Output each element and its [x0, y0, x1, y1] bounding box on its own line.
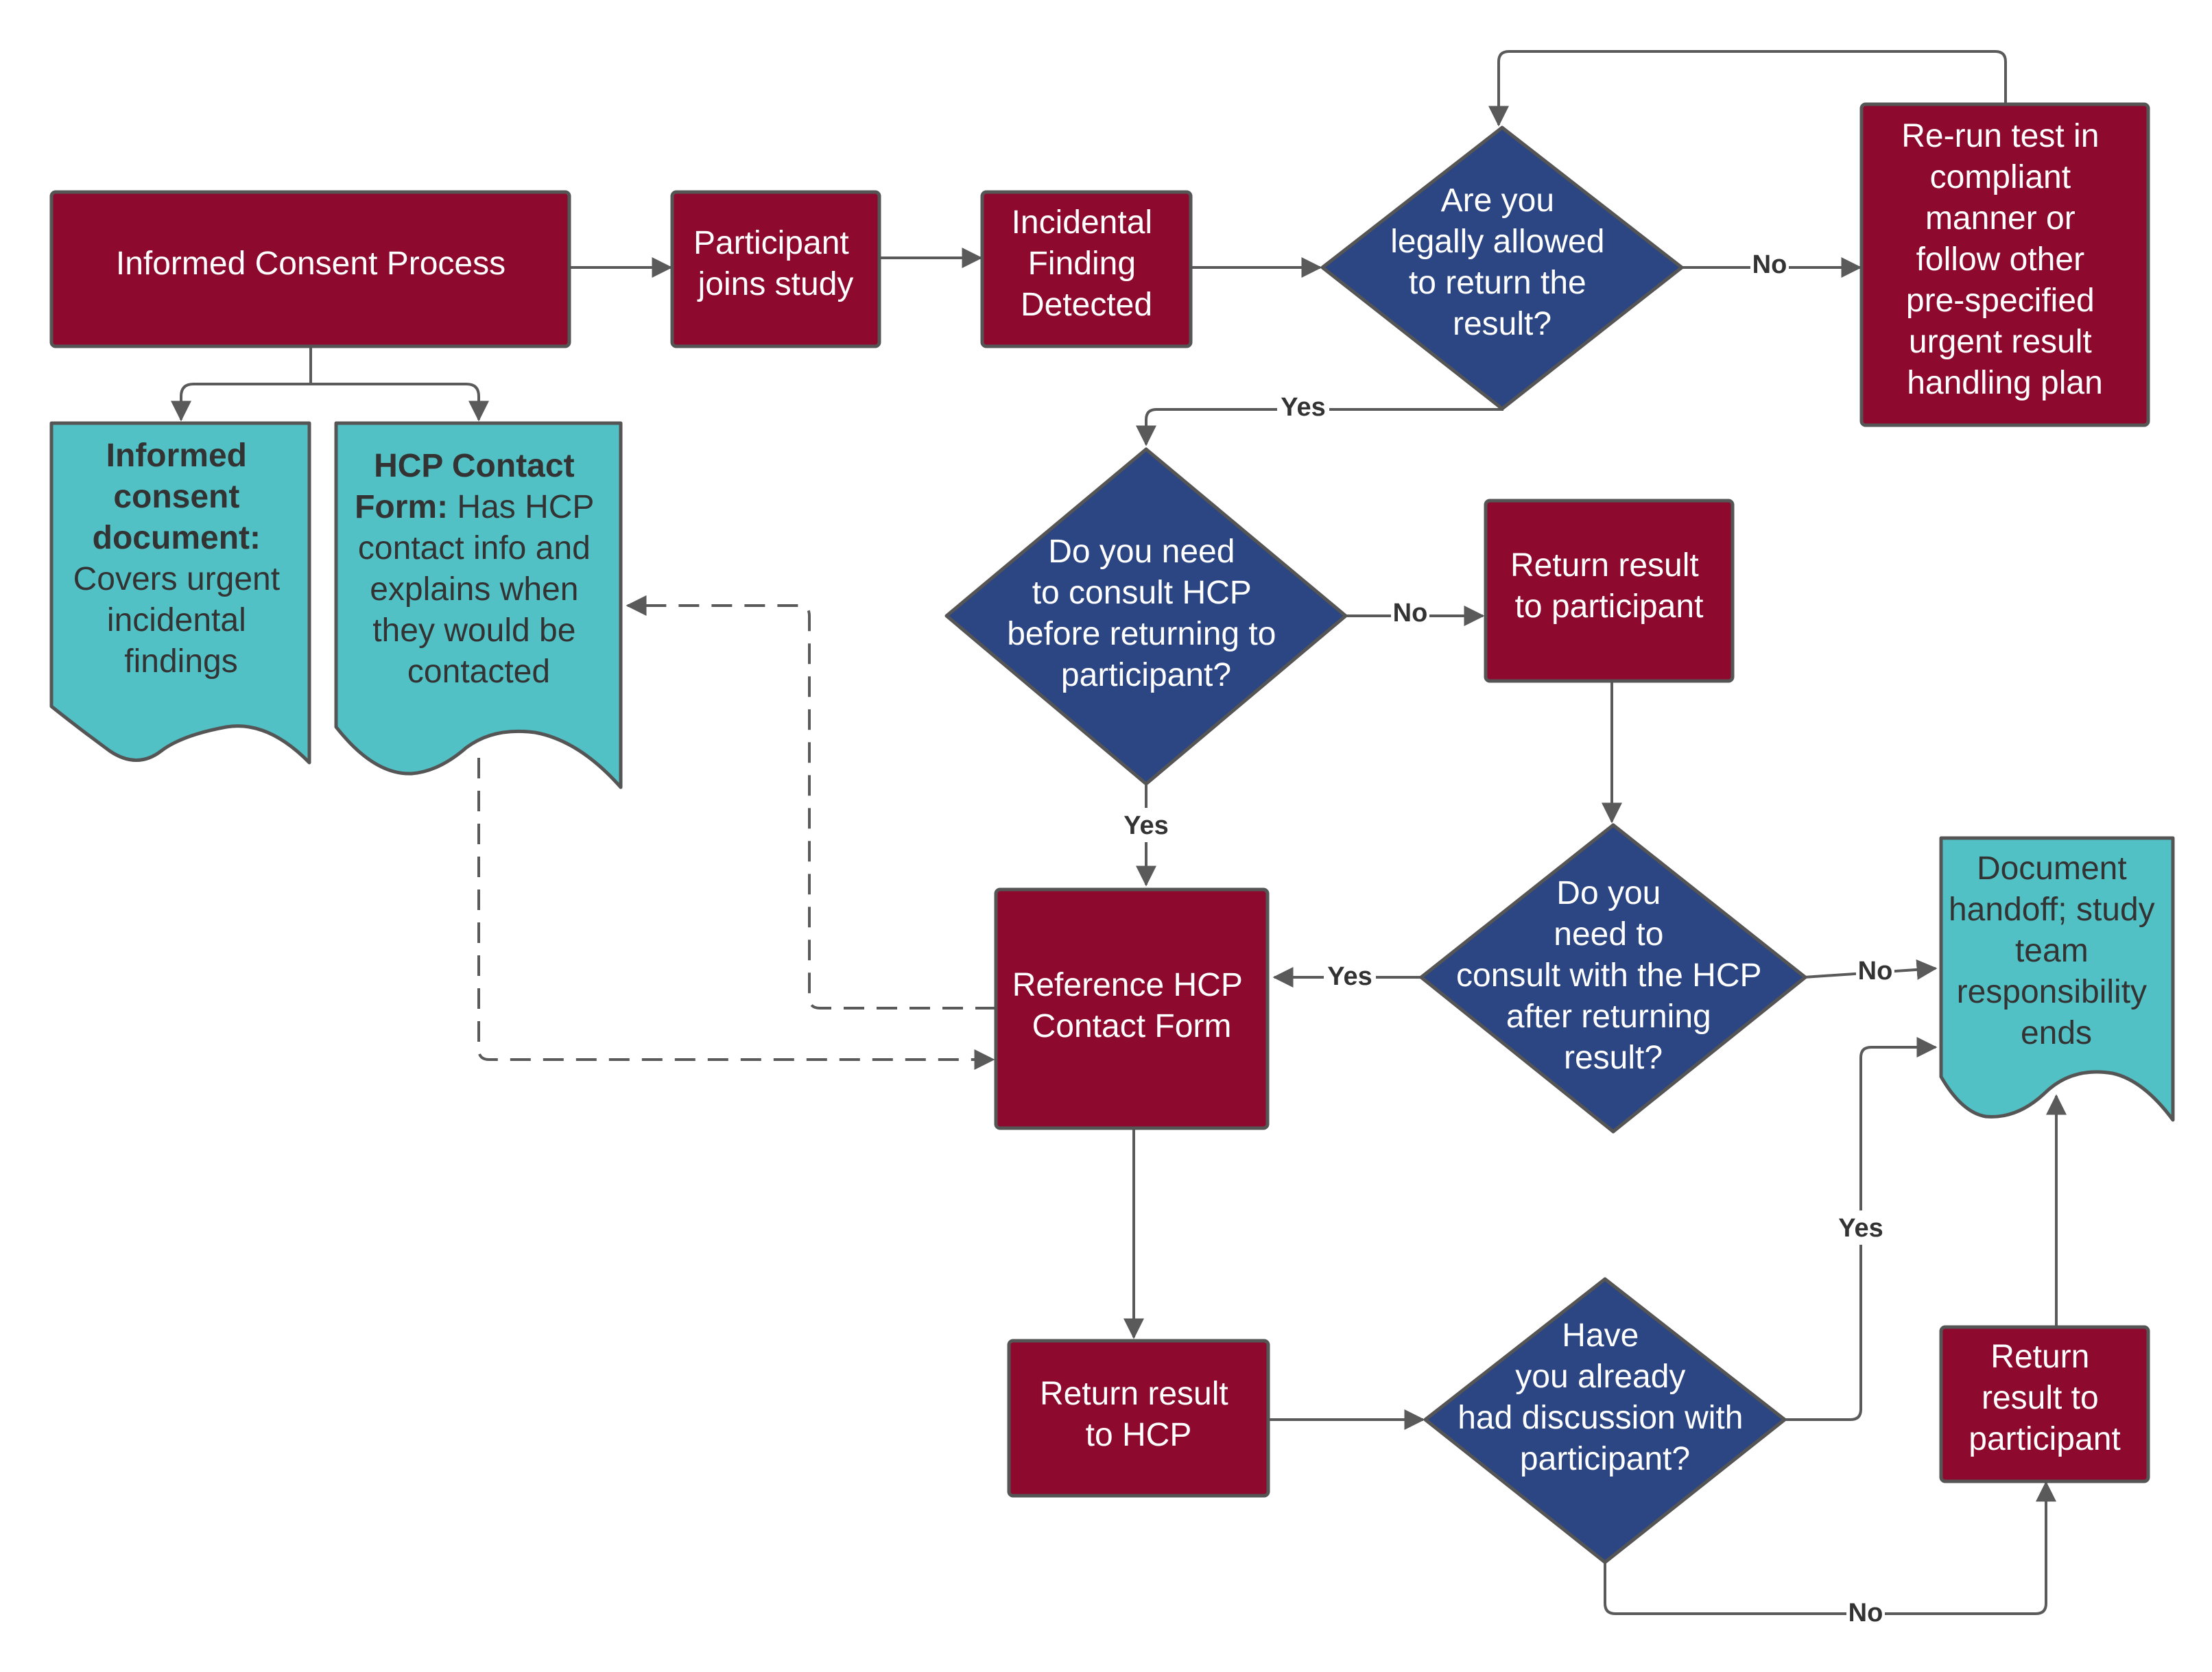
node-label: Do you need to consult HCP before return…	[1007, 534, 1285, 693]
node-label: Return result to participant	[1969, 1339, 2120, 1457]
doc-label: Document handoff; study team responsibil…	[1949, 850, 2164, 1051]
label-legal-no: No	[1752, 250, 1787, 279]
document-informed-consent: Informed consent document: Covers urgent…	[49, 421, 311, 765]
label-consult-before-yes: Yes	[1123, 811, 1169, 840]
node-label: Reference HCP Contact Form	[1012, 967, 1252, 1044]
decision-consult-before: Do you need to consult HCP before return…	[944, 447, 1348, 786]
edge-reference-to-hcp-form-dashed	[626, 595, 996, 1010]
decision-consult-after: Do you need to consult with the HCP afte…	[1419, 823, 1807, 1134]
label-consult-after-no: No	[1858, 957, 1893, 986]
node-label: Participant joins study	[693, 225, 858, 302]
label-consult-after-yes: Yes	[1327, 962, 1372, 991]
node-label: Informed Consent Process	[116, 246, 506, 282]
node-label: Do you need to consult with the HCP afte…	[1456, 875, 1770, 1076]
edge-hcp-form-to-reference-dashed	[477, 758, 995, 1070]
node-label: Re-run test in compliant manner or follo…	[1901, 118, 2108, 401]
edge-consent-to-hcp-form	[311, 383, 489, 422]
node-label: Have you already had discussion with par…	[1458, 1317, 1752, 1477]
node-label: Incidental Finding Detected	[1012, 204, 1162, 323]
doc-label: Informed consent document: Covers urgent…	[73, 438, 289, 680]
label-discussion-yes: Yes	[1838, 1214, 1883, 1243]
edge-discussion-no	[1604, 1481, 2056, 1615]
decision-legally-allowed: Are you legally allowed to return the re…	[1320, 126, 1684, 411]
node-return-result-to-participant-1: Return result to participant	[1484, 499, 1735, 683]
node-return-result-to-participant-2: Return result to participant	[1939, 1325, 2150, 1483]
node-rerun-test: Re-run test in compliant manner or follo…	[1859, 102, 2150, 427]
edge-legal-yes	[1136, 408, 1503, 446]
edge-consent-to-consent-doc	[171, 346, 312, 422]
document-handoff: Document handoff; study team responsibil…	[1939, 836, 2175, 1122]
node-participant-joins-study: Participant joins study	[670, 190, 881, 348]
node-reference-hcp-contact-form: Reference HCP Contact Form	[994, 887, 1270, 1130]
node-label: Are you legally allowed to return the re…	[1390, 182, 1614, 342]
node-label: Return result to participant	[1510, 547, 1708, 625]
doc-label: HCP Contact Form: Has HCP contact info a…	[355, 448, 603, 690]
decision-had-discussion: Have you already had discussion with par…	[1423, 1277, 1787, 1564]
node-incidental-finding-detected: Incidental Finding Detected	[980, 190, 1193, 348]
edge-rerun-loop	[1488, 50, 2007, 127]
edge-labels: No Yes No Yes Yes No Yes No	[1120, 248, 1894, 1629]
node-return-result-to-hcp: Return result to HCP	[1007, 1339, 1270, 1498]
node-informed-consent-process: Informed Consent Process	[49, 190, 571, 348]
label-discussion-no: No	[1848, 1599, 1883, 1627]
label-consult-before-no: No	[1393, 599, 1428, 628]
label-legal-yes: Yes	[1281, 393, 1326, 422]
document-hcp-contact-form: HCP Contact Form: Has HCP contact info a…	[334, 421, 623, 789]
node-label: Return result to HCP	[1040, 1376, 1237, 1453]
